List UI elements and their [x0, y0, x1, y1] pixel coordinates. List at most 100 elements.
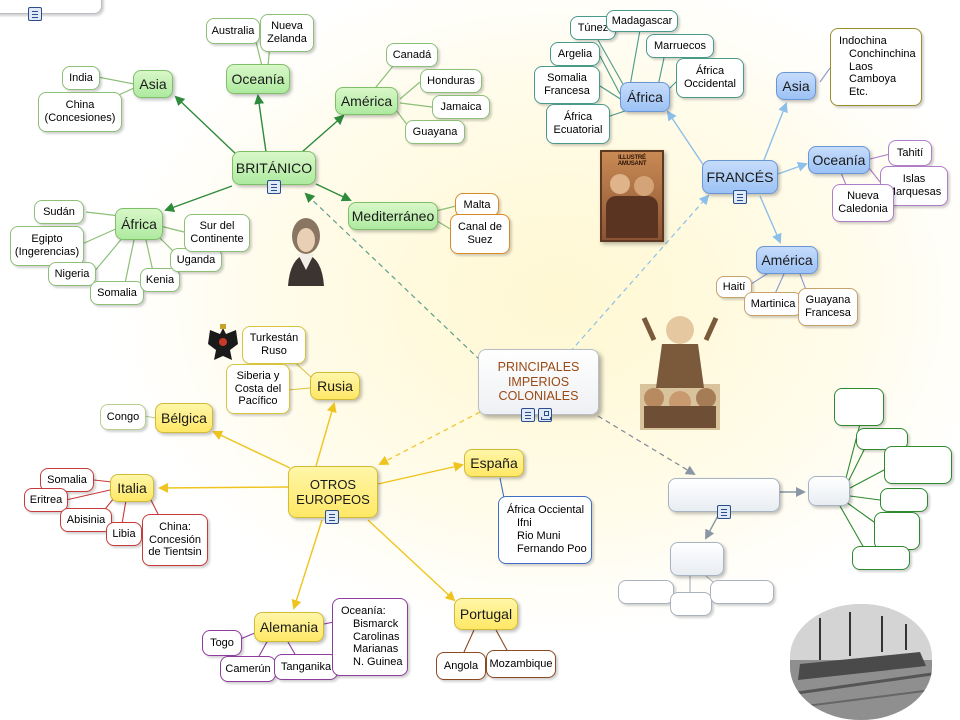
leaf-text: Guayana	[805, 294, 851, 307]
leaf-text: Ifni	[517, 517, 532, 530]
others-portugal-label: Portugal	[459, 605, 513, 622]
leaf-text: Somalia	[547, 72, 587, 85]
leaf-text: Pacífico	[238, 395, 278, 408]
french-links	[666, 102, 808, 244]
leaf-china-concesiones: China(Concesiones)	[38, 92, 122, 132]
leaf-corea	[670, 592, 712, 616]
british-oceania-node[interactable]: Oceanía	[226, 64, 290, 94]
british-africa-node[interactable]: África	[115, 208, 163, 240]
leaf-text: Abisinia	[66, 513, 106, 526]
french-africa-label: África	[627, 88, 663, 105]
leaf-text: Marianas	[353, 643, 399, 656]
leaf-text: Martinica	[750, 297, 796, 310]
top-left-node	[0, 0, 102, 14]
french-africa-node[interactable]: África	[620, 82, 670, 112]
leaf-text: Haití	[722, 280, 746, 293]
leaf-text: Continente	[190, 233, 244, 245]
others-title-line: EUROPEOS	[296, 492, 370, 507]
leaf-text: Occidental	[684, 78, 736, 90]
leaf-lejano-oeste	[834, 388, 884, 426]
leaf-text: Fernando Poo	[517, 542, 587, 555]
leaf-text: Somalia	[97, 286, 137, 299]
leaf-text: Somalia	[47, 473, 87, 486]
french-node[interactable]: FRANCÉS	[702, 160, 778, 194]
french-oceania-node[interactable]: Oceanía	[808, 146, 870, 174]
others-portugal-node[interactable]: Portugal	[454, 598, 518, 630]
noneuro-usa-node[interactable]	[808, 476, 850, 506]
document-icon[interactable]	[267, 180, 281, 194]
document-icon[interactable]	[717, 505, 731, 519]
others-node[interactable]: OTROS EUROPEOS	[288, 466, 378, 518]
leaf-text: Zelanda	[267, 33, 307, 45]
leaf-haiti: Haití	[716, 276, 752, 298]
british-mediterraneo-node[interactable]: Mediterráneo	[348, 202, 438, 230]
leaf-manchuria	[710, 580, 774, 604]
root-title-line: PRINCIPALES	[497, 359, 580, 374]
leaf-text: Canadá	[392, 48, 432, 61]
british-america-node[interactable]: América	[335, 87, 398, 115]
british-asia-node[interactable]: Asia	[133, 70, 173, 98]
leaf-congo: Congo	[100, 404, 146, 430]
leaf-text: Laos	[849, 60, 873, 73]
leaf-text: Etc.	[849, 86, 868, 99]
french-america-node[interactable]: América	[756, 246, 818, 274]
leaf-camerun: Camerún	[220, 656, 276, 682]
leaf-text: (Ingerencias)	[14, 246, 80, 258]
document-icon[interactable]	[521, 408, 535, 422]
figure-body-shape	[606, 196, 658, 238]
document-icon[interactable]	[325, 510, 339, 524]
leaf-filipinas	[856, 428, 908, 450]
french-title: FRANCÉS	[706, 168, 774, 185]
leaf-text: Libia	[112, 527, 136, 540]
leaf-text: Sur del	[199, 220, 235, 233]
leaf-text: Honduras	[427, 74, 475, 87]
leaf-text: Eritrea	[29, 493, 63, 506]
root-node[interactable]: PRINCIPALES IMPERIOS COLONIALES	[478, 349, 599, 415]
leaf-oceania-aleman: Oceanía: Bismarck Carolinas Marianas N. …	[332, 598, 408, 676]
leaf-espana-colonias: África Occiental Ifni Rio Muni Fernando …	[498, 496, 592, 564]
british-mediterraneo-label: Mediterráneo	[351, 207, 435, 224]
leaf-text: Bismarck	[353, 617, 399, 630]
magazine-title: ILLUSTRÉ AMUSANT	[617, 155, 647, 167]
leaf-jamaica: Jamaica	[432, 95, 490, 119]
leaf-text: Caledonia	[838, 203, 888, 215]
leaf-text: África	[563, 111, 593, 124]
leaf-text: Camerún	[225, 662, 271, 675]
others-espana-node[interactable]: España	[464, 449, 524, 477]
others-alemania-label: Alemania	[259, 618, 319, 635]
leaf-text: África	[695, 65, 725, 78]
leaf-text: Kenia	[145, 273, 175, 286]
leaf-honduras: Honduras	[420, 69, 482, 93]
others-belgica-node[interactable]: Bélgica	[155, 403, 213, 433]
leaf-text: Tahití	[896, 146, 924, 159]
noneuro-japon-node[interactable]	[670, 542, 724, 576]
others-alemania-node[interactable]: Alemania	[254, 612, 324, 642]
document-icon[interactable]	[28, 7, 42, 21]
others-italia-node[interactable]: Italia	[110, 474, 154, 502]
queen-portrait-picture	[286, 214, 326, 286]
british-leaf-links	[81, 41, 457, 289]
leaf-text: N. Guinea	[353, 656, 403, 669]
leaf-madagascar: Madagascar	[606, 10, 678, 32]
british-node[interactable]: BRITÁNICO	[232, 151, 316, 185]
leaf-text: Uganda	[176, 253, 216, 266]
french-asia-node[interactable]: Asia	[776, 72, 816, 100]
magazine-cover-picture: ILLUSTRÉ AMUSANT	[600, 150, 664, 242]
british-title: BRITÁNICO	[235, 159, 313, 176]
others-rusia-node[interactable]: Rusia	[310, 372, 360, 400]
leaf-panama	[852, 546, 910, 570]
leaf-puerto-rico	[874, 512, 920, 550]
harbour-engraving-picture	[790, 604, 932, 720]
leaf-text: Suez	[467, 234, 493, 246]
leaf-text: Marquesas	[886, 186, 942, 198]
document-icon[interactable]	[733, 190, 747, 204]
leaf-text: Carolinas	[353, 630, 400, 643]
concept-map-icon[interactable]	[538, 408, 552, 422]
others-rusia-label: Rusia	[317, 377, 353, 394]
leaf-text: Madagascar	[611, 14, 673, 27]
leaf-abisinia: Abisinia	[60, 508, 112, 532]
others-italia-label: Italia	[117, 479, 147, 496]
